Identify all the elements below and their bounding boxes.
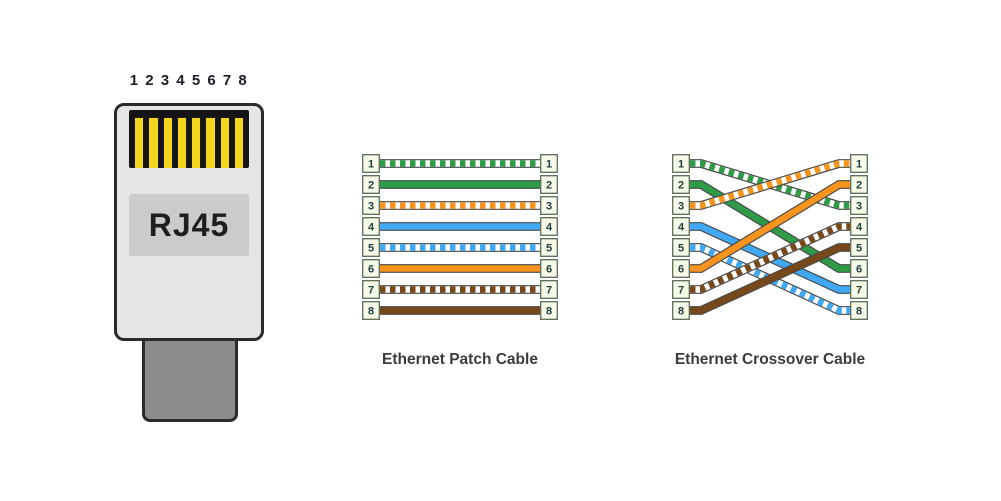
rj45-pin	[191, 117, 202, 168]
pin-box	[362, 154, 380, 173]
pin-box	[362, 175, 380, 194]
patch-cable-title: Ethernet Patch Cable	[382, 351, 538, 368]
pin-number: 6	[368, 263, 374, 275]
rj45-pin-numbers: 1 2 3 4 5 6 7 8	[129, 72, 249, 89]
pin-box	[540, 259, 558, 278]
pin-number: 7	[368, 284, 374, 296]
pin-number: 6	[678, 263, 684, 275]
pin-box	[850, 301, 868, 320]
pin-number: 4	[368, 221, 375, 233]
rj45-pin	[148, 117, 159, 168]
pin-box	[850, 217, 868, 236]
patch-wire-diagram: 1 2 3 4 5 6 7 8 1 2 3 4 5 6 7 8	[362, 154, 558, 320]
rj45-label: RJ45	[129, 194, 249, 256]
pin-box	[672, 196, 690, 215]
pin-number: 8	[368, 305, 374, 317]
pin-number: 1	[368, 158, 374, 170]
rj45-pin	[205, 117, 216, 168]
rj45-pin	[134, 117, 145, 168]
pin-number: 2	[678, 179, 684, 191]
pin-box	[362, 301, 380, 320]
pin-number: 1	[546, 158, 552, 170]
pin-number: 1	[856, 158, 862, 170]
pin-number: 3	[856, 200, 862, 212]
wire-stripes	[690, 223, 850, 293]
pin-number: 3	[678, 200, 684, 212]
wire-stripes	[690, 160, 850, 209]
crossover-cable-diagram: 1 2 3 4 5 6 7 8 1 2 3 4 5 6 7 8 Ethernet Crossover Cabl…	[672, 154, 868, 369]
pin-box	[850, 280, 868, 299]
wire-stripes	[690, 244, 850, 314]
pin-number: 8	[546, 305, 552, 317]
pin-number: 5	[856, 242, 862, 254]
pin-number: 2	[368, 179, 374, 191]
pin-number: 4	[678, 221, 685, 233]
pin-box	[540, 280, 558, 299]
pin-number: 3	[546, 200, 552, 212]
pin-box	[540, 196, 558, 215]
pin-box	[362, 280, 380, 299]
rj45-pin	[162, 117, 173, 168]
pin-number: 4	[856, 221, 863, 233]
pin-box	[672, 238, 690, 257]
rj45-pin	[219, 117, 230, 168]
rj45-body: RJ45	[114, 103, 264, 341]
pin-number: 2	[856, 179, 862, 191]
pin-box	[850, 238, 868, 257]
pin-number: 8	[856, 305, 862, 317]
pin-box	[362, 217, 380, 236]
pin-box	[672, 280, 690, 299]
rj45-pin	[176, 117, 187, 168]
wire	[690, 244, 850, 314]
pin-box	[850, 154, 868, 173]
patch-cable-diagram: 1 2 3 4 5 6 7 8 1 2 3 4 5 6 7 8 Ethernet Patch Cable	[362, 154, 558, 369]
pin-number: 5	[368, 242, 374, 254]
rj45-cable	[142, 332, 238, 422]
pin-box	[850, 196, 868, 215]
pin-number: 3	[368, 200, 374, 212]
pin-box	[362, 196, 380, 215]
pin-number: 1	[678, 158, 684, 170]
pin-number: 6	[856, 263, 862, 275]
pin-box	[540, 154, 558, 173]
pin-box	[672, 154, 690, 173]
pin-number: 4	[546, 221, 553, 233]
crossover-wire-diagram: 1 2 3 4 5 6 7 8 1 2 3 4 5 6 7 8	[672, 154, 868, 320]
pin-box	[540, 238, 558, 257]
pin-number: 2	[546, 179, 552, 191]
pin-box	[362, 238, 380, 257]
pin-number: 7	[546, 284, 552, 296]
pin-number: 5	[546, 242, 552, 254]
pin-number: 8	[678, 305, 684, 317]
pin-box	[672, 175, 690, 194]
pin-box	[672, 259, 690, 278]
pin-box	[540, 301, 558, 320]
crossover-cable-title: Ethernet Crossover Cable	[674, 351, 866, 368]
pin-box	[850, 175, 868, 194]
pin-box	[540, 217, 558, 236]
pin-box	[362, 259, 380, 278]
pin-box	[540, 175, 558, 194]
pin-box	[850, 259, 868, 278]
wire	[690, 181, 850, 272]
pin-box	[672, 301, 690, 320]
pin-number: 7	[678, 284, 684, 296]
pin-number: 5	[678, 242, 684, 254]
rj45-pin-contacts	[129, 110, 249, 168]
rj45-pin	[233, 117, 244, 168]
pin-number: 7	[856, 284, 862, 296]
pin-box	[672, 217, 690, 236]
pin-number: 6	[546, 263, 552, 275]
